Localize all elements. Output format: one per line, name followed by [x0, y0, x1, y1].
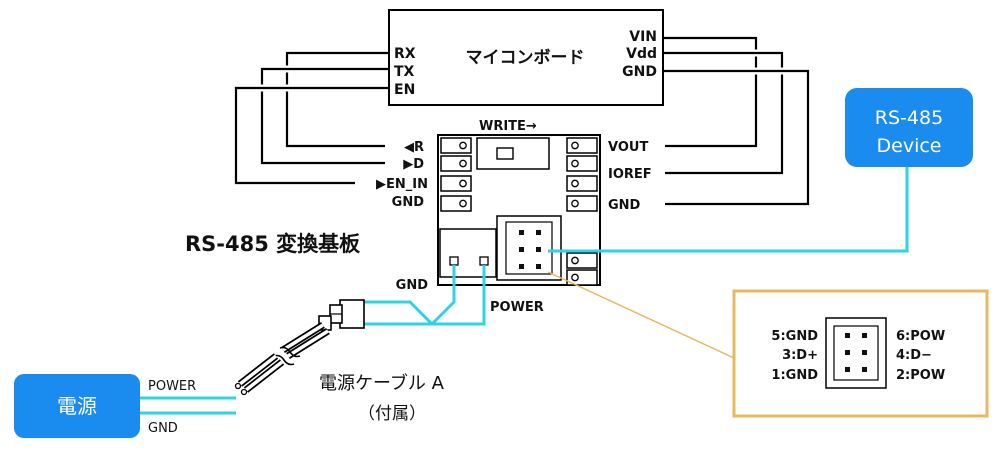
device-label-line1: RS-485: [875, 107, 943, 129]
conv-pin-vout: VOUT: [608, 140, 648, 155]
rs485-device: RS-485 Device: [845, 88, 973, 167]
device-label-line2: Device: [877, 135, 942, 157]
conv-pin-gnd-right: GND: [608, 198, 641, 213]
mcu-title: マイコンボード: [466, 48, 585, 68]
power-source-title: 電源: [57, 394, 97, 418]
mcu-pin-vdd: Vdd: [626, 46, 657, 62]
pinout-right-1: 6:POW: [896, 329, 945, 344]
power-connector-gnd-label: GND: [396, 278, 429, 293]
conv-pin-r: ◀R: [404, 140, 424, 155]
conv-pin-ioref: IOREF: [608, 167, 652, 182]
mcu-pin-en: EN: [394, 82, 415, 98]
conv-pin-d: ▶D: [403, 157, 424, 172]
pinout-callout: 5:GND 3:D+ 1:GND 6:POW 4:D− 2:POW: [547, 271, 989, 418]
pinout-left-1: 5:GND: [771, 329, 818, 344]
mcu-pin-vin: VIN: [629, 29, 657, 45]
cable-a: 電源ケーブル A （付属）: [234, 299, 445, 424]
cable-title: 電源ケーブル A: [319, 372, 445, 394]
signal-wires: [232, 36, 812, 208]
pinout-right-3: 2:POW: [896, 368, 945, 383]
power-source-power-label: POWER: [148, 379, 196, 394]
mcu-board: マイコンボード RX TX EN VIN Vdd GND: [388, 9, 664, 106]
extra-pin-header: [566, 252, 598, 286]
power-connector: [439, 228, 497, 278]
conv-pin-gnd-left: GND: [392, 195, 425, 210]
converter-board: WRITE→ ◀R ▶D ▶EN_IN GND VOUT IOREF GND R…: [185, 119, 652, 315]
cable-subtitle: （付属）: [358, 404, 426, 424]
pinout-left-2: 3:D+: [782, 348, 818, 363]
mcu-pin-rx: RX: [394, 46, 416, 62]
rs485-connector: [496, 215, 562, 281]
mcu-pin-gnd: GND: [622, 64, 657, 80]
pinout-connector: [825, 317, 887, 389]
cable-plug: [318, 299, 365, 331]
cable-wires: [138, 166, 909, 415]
power-source: 電源 POWER GND: [14, 374, 196, 438]
conv-pin-en-in: ▶EN_IN: [376, 177, 428, 192]
converter-title: RS-485 変換基板: [185, 232, 361, 256]
write-label: WRITE→: [479, 119, 537, 134]
pinout-right-2: 4:D−: [896, 348, 932, 363]
pinout-left-3: 1:GND: [771, 368, 818, 383]
power-connector-label: POWER: [490, 300, 544, 315]
power-source-gnd-label: GND: [148, 421, 178, 436]
mcu-pin-tx: TX: [394, 64, 415, 80]
write-switch: [476, 137, 550, 170]
right-pin-header: [566, 137, 598, 212]
left-pin-header: [440, 137, 472, 212]
